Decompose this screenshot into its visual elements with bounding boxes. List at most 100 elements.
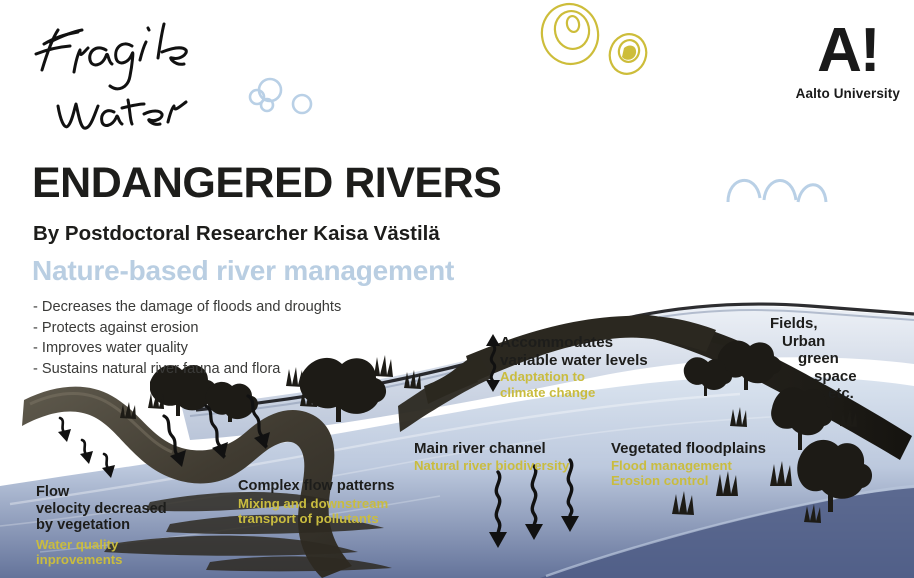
label-heading: variable water levels <box>500 351 648 369</box>
aalto-mark: A! <box>817 16 880 85</box>
tree-trunk <box>828 488 833 512</box>
grass-tuft-icon <box>840 409 857 427</box>
flow-arrow-icon <box>566 458 574 518</box>
label-heading: velocity decreased <box>36 500 167 517</box>
list-item: - Improves water quality <box>33 340 188 356</box>
bubble <box>248 88 266 106</box>
subtitle: Nature-based river management <box>32 255 455 286</box>
tree-trunk <box>744 372 748 390</box>
label-sub: Natural river biodiversity <box>414 457 570 473</box>
bubble <box>259 97 275 113</box>
grass-tuft-icon <box>716 471 738 496</box>
ripple-core <box>622 45 637 60</box>
list-item: - Protects against erosion <box>33 319 199 336</box>
benefits-list: - Decreases the damage of floods and dro… <box>33 297 341 379</box>
wave-arch <box>796 183 828 203</box>
label-heading: Main river channel <box>414 440 546 457</box>
ripple-ring <box>565 14 581 34</box>
left-tributary <box>22 386 352 578</box>
label-sub: transport of pollutants <box>238 511 379 526</box>
label-heading: Accommodates <box>500 334 614 351</box>
lower-right-water <box>540 488 914 578</box>
label-sub: Mixing and downstream <box>238 495 389 511</box>
label-line: green <box>798 350 839 367</box>
floodplain-channel-curve <box>398 356 492 432</box>
yellow-ripple-doodle <box>540 2 648 75</box>
label-line: Fields, <box>770 315 818 332</box>
grass-tuft-icon <box>730 407 747 427</box>
river-illustration <box>0 302 914 578</box>
label-sub: climate change <box>500 384 596 400</box>
grass-tuft-icon <box>672 491 694 515</box>
grass-tuft-icon <box>770 461 792 486</box>
blue-wave-doodle <box>726 178 828 203</box>
label-heading: Vegetated floodplains <box>611 440 767 457</box>
label-sub: Flood management <box>611 457 732 473</box>
fragile-water-logo <box>34 22 188 130</box>
aalto-logo: A! Aalto University <box>795 16 900 102</box>
label-sub: Adaptation to <box>500 369 585 384</box>
label-line: space <box>814 367 857 385</box>
label-complex-flow-patterns: Complex flow patterns Mixing and downstr… <box>238 478 395 527</box>
label-fields-urban-green-space: Fields, Urban green space etc. <box>770 315 857 403</box>
ripple-ring <box>608 33 648 75</box>
list-item: - Decreases the damage of floods and dro… <box>33 299 342 315</box>
bubble <box>291 93 313 115</box>
water-texture-2 <box>0 415 791 527</box>
label-heading: Flow <box>36 484 70 500</box>
bubble <box>257 77 283 103</box>
label-sub: inprovements <box>36 552 123 567</box>
grass-tuft-icon <box>286 367 303 387</box>
grass-tuft-icon <box>374 355 393 377</box>
tree-icon <box>150 365 217 411</box>
label-line: Urban <box>782 332 826 350</box>
grass-tuft-icon <box>120 402 136 419</box>
page-title: ENDANGERED RIVERS <box>32 159 502 207</box>
list-item: - Sustains natural river fauna and flora <box>33 360 281 377</box>
label-heading: Complex flow patterns <box>238 478 395 494</box>
wave-arch <box>762 179 798 201</box>
floodplain-channel-band <box>466 315 716 382</box>
variable-water-level-arrow-icon <box>486 334 500 392</box>
grass-tuft-icon <box>804 504 821 523</box>
byline: By Postdoctoral Researcher Kaisa Västilä <box>33 222 440 245</box>
tree-trunk <box>336 400 341 422</box>
flow-arrow-icon <box>58 416 66 434</box>
tree-icon <box>717 340 782 384</box>
flow-arrow-icon <box>162 414 180 458</box>
label-heading: by vegetation <box>36 517 131 533</box>
flow-arrow-heads-tributary <box>58 429 115 478</box>
flow-arrow-icon <box>530 464 538 528</box>
tree-trunk <box>704 382 707 396</box>
label-flow-velocity: Flow velocity decreased by vegetation Wa… <box>36 484 167 568</box>
flow-arrow-heads-complex <box>170 432 270 467</box>
tree-icon <box>771 387 833 436</box>
flow-arrow-icon <box>494 470 502 536</box>
grass-tuft-icon <box>148 391 164 409</box>
label-line: etc. <box>828 385 854 402</box>
tree-icon <box>797 439 873 499</box>
flow-arrow-icon <box>102 452 110 470</box>
label-vegetated-floodplains: Vegetated floodplains Flood management E… <box>611 440 766 489</box>
flow-arrow-group-tributary <box>58 416 110 470</box>
aalto-wordmark: Aalto University <box>795 86 900 101</box>
tree-icon <box>205 381 258 420</box>
ripple-ring <box>553 9 591 51</box>
label-main-river-channel: Main river channel Natural river biodive… <box>414 440 569 473</box>
vegetation-cluster-right <box>672 340 873 523</box>
tree-icon <box>300 357 387 414</box>
flow-arrow-icon <box>80 438 88 456</box>
flow-arrow-group-main <box>494 458 574 536</box>
tree-icon <box>683 357 732 390</box>
grass-tuft-icon <box>404 370 421 389</box>
tree-trunk <box>228 408 232 422</box>
label-accommodates-water-levels: Accommodates variable water levels Adapt… <box>500 334 648 400</box>
ripple-ring <box>617 39 641 63</box>
lower-right-water-edge <box>545 484 914 578</box>
water-texture-1 <box>9 392 741 506</box>
vegetation-cluster-left <box>120 355 421 422</box>
wave-arch <box>726 178 762 203</box>
ripple-ring <box>540 2 600 66</box>
blue-bubble-doodle <box>248 77 313 115</box>
